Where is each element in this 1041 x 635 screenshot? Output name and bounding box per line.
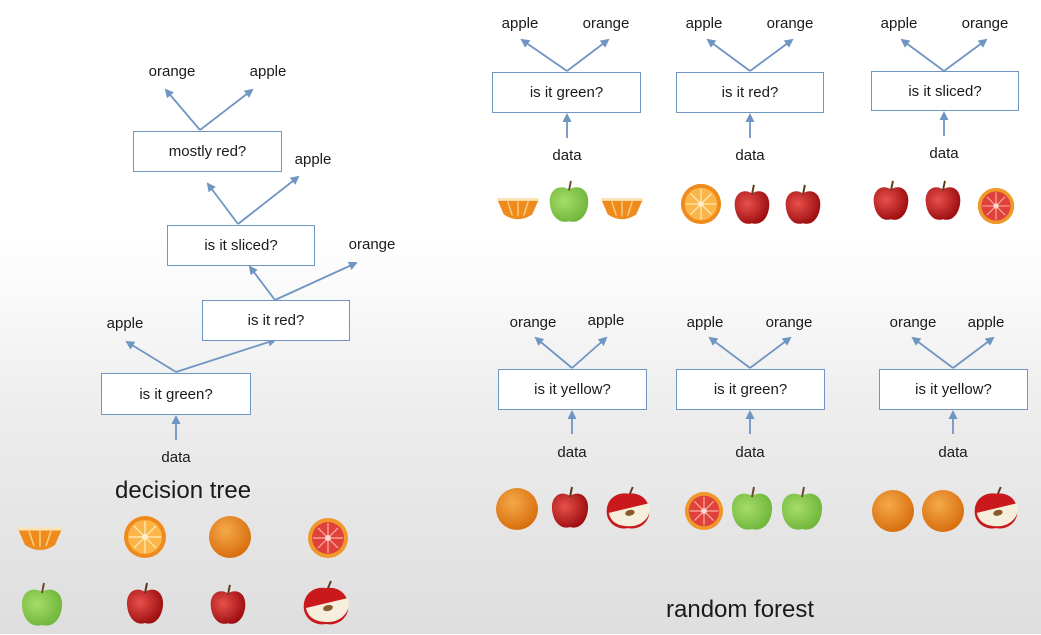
green-apple-icon (728, 484, 776, 534)
sliced-apple-icon (968, 486, 1024, 532)
dt-node-mostly-red: mostly red? (133, 131, 282, 172)
rf-leaf-label: orange (509, 314, 557, 331)
blood-orange-half-icon (976, 186, 1016, 226)
whole-orange-icon (494, 486, 540, 532)
rf-tree-5-question: is it green? (676, 369, 825, 410)
dt-arrow (125, 340, 177, 373)
rf-leaf-label: apple (587, 312, 625, 329)
dt-data-label: data (161, 449, 191, 466)
rf-arrow (566, 38, 610, 72)
rf-arrow (911, 336, 954, 369)
rf-arrow (749, 336, 792, 369)
dt-arrow (164, 88, 201, 131)
whole-orange-icon (870, 488, 916, 534)
orange-half-icon (122, 514, 168, 560)
red-apple-icon (206, 582, 250, 628)
dt-leaf-label: apple (106, 315, 144, 332)
rf-arrow (520, 38, 568, 72)
sliced-apple-icon (600, 486, 656, 532)
rf-arrow (943, 38, 988, 72)
random-forest-caption: random forest (666, 596, 815, 623)
dt-arrow (237, 175, 300, 225)
rf-arrow (952, 336, 995, 369)
orange-slice-icon (494, 190, 542, 224)
rf-data-label: data (929, 145, 959, 162)
rf-tree-4-question: is it yellow? (498, 369, 647, 410)
rf-arrow (571, 336, 608, 369)
orange-slice-icon (15, 519, 65, 555)
dt-arrow (274, 261, 358, 301)
dt-leaf-label: apple (294, 151, 332, 168)
rf-tree-3-question: is it sliced? (871, 71, 1019, 111)
blood-orange-half-icon (306, 516, 350, 560)
decision-tree-caption: decision tree (115, 477, 252, 504)
green-apple-icon (778, 484, 826, 534)
rf-arrow (749, 38, 794, 72)
red-apple-icon (123, 580, 167, 628)
rf-leaf-label: orange (766, 15, 814, 32)
red-apple-icon (920, 178, 966, 224)
rf-tree-2-question: is it red? (676, 72, 824, 113)
rf-tree-6-question: is it yellow? (879, 369, 1028, 410)
rf-data-label: data (735, 147, 765, 164)
dt-leaf-label: apple (249, 63, 287, 80)
rf-leaf-label: orange (765, 314, 813, 331)
green-apple-icon (18, 580, 66, 630)
blood-orange-half-icon (683, 490, 725, 532)
rf-tree-1-question: is it green? (492, 72, 641, 113)
rf-leaf-label: apple (967, 314, 1005, 331)
red-apple-icon (868, 178, 914, 224)
dt-arrow (199, 88, 254, 131)
red-apple-icon (730, 182, 774, 228)
rf-arrow (708, 336, 751, 369)
rf-leaf-label: apple (685, 15, 723, 32)
rf-arrow (900, 38, 945, 72)
orange-slice-icon (598, 190, 646, 224)
rf-data-label: data (552, 147, 582, 164)
dt-leaf-label: orange (148, 63, 196, 80)
dt-node-sliced: is it sliced? (167, 225, 315, 266)
rf-leaf-label: orange (961, 15, 1009, 32)
whole-orange-icon (207, 514, 253, 560)
rf-arrow (706, 38, 751, 72)
orange-half-icon (679, 182, 723, 226)
rf-arrow (534, 336, 573, 369)
red-apple-icon (781, 182, 825, 228)
rf-data-label: data (557, 444, 587, 461)
green-apple-icon (545, 178, 593, 226)
dt-node-green: is it green? (101, 373, 251, 415)
dt-arrow (248, 265, 276, 301)
dt-node-red: is it red? (202, 300, 350, 341)
red-apple-icon (547, 484, 593, 532)
dt-leaf-label: orange (348, 236, 396, 253)
whole-orange-icon (920, 488, 966, 534)
rf-data-label: data (735, 444, 765, 461)
dt-arrow (206, 182, 239, 225)
dt-arrow (175, 337, 277, 373)
rf-data-label: data (938, 444, 968, 461)
sliced-apple-icon (298, 580, 354, 628)
rf-leaf-label: apple (501, 15, 539, 32)
rf-leaf-label: orange (889, 314, 937, 331)
rf-leaf-label: apple (880, 15, 918, 32)
rf-leaf-label: orange (582, 15, 630, 32)
rf-leaf-label: apple (686, 314, 724, 331)
